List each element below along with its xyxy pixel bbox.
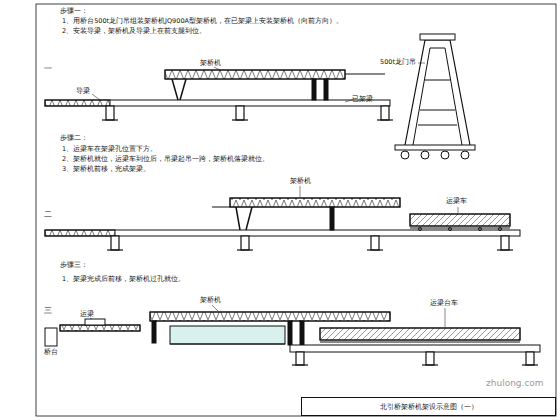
watermark: zhulong.com [486,378,544,388]
drawing-label: 架桥机 [200,297,221,304]
drawing-label: 步骤二： [60,135,88,142]
drawing-label: 500t龙门吊 [380,59,416,66]
drawing-label: 步骤一： [60,8,88,15]
drawing-label: 1、架梁完成后前移，架桥机过孔就位。 [62,276,185,283]
drawing-label: 运梁台车 [430,300,458,307]
drawing-label: 二 [44,210,52,219]
drawing-label: 运梁车 [446,198,467,205]
drawing-label: 步骤三： [60,262,88,269]
drawing-label: 桥台 [44,349,58,356]
drawing-label: 1、用桥台500t龙门吊组装架桥机JQ900A型架桥机，在已架梁上安装架桥机（向… [62,18,343,25]
drawing-label: 三 [44,306,52,315]
drawing-label: 3、架桥机前移，完成架梁。 [62,166,150,173]
drawing-label: 已架梁 [352,96,373,103]
title-text: 北引桥架桥机架设示意图（一） [380,402,478,412]
drawing-label: 导梁 [76,88,90,95]
drawing-label: 运梁 [80,311,94,318]
drawing-label: 2、架桥机就位，运梁车到位后，吊梁起吊一跨，架桥机落梁就位。 [62,156,269,163]
drawing-label: 架桥机 [290,178,311,185]
drawing-label: 2、安装导梁，架桥机及导梁上在前支腿到位。 [62,28,206,35]
drawing-label: 1、运梁车在架梁孔位置下方。 [62,146,157,153]
drawing-label: 架桥机 [200,60,221,67]
title-block: 北引桥架桥机架设示意图（一） [301,397,556,416]
drawing-label: 一 [44,64,52,73]
